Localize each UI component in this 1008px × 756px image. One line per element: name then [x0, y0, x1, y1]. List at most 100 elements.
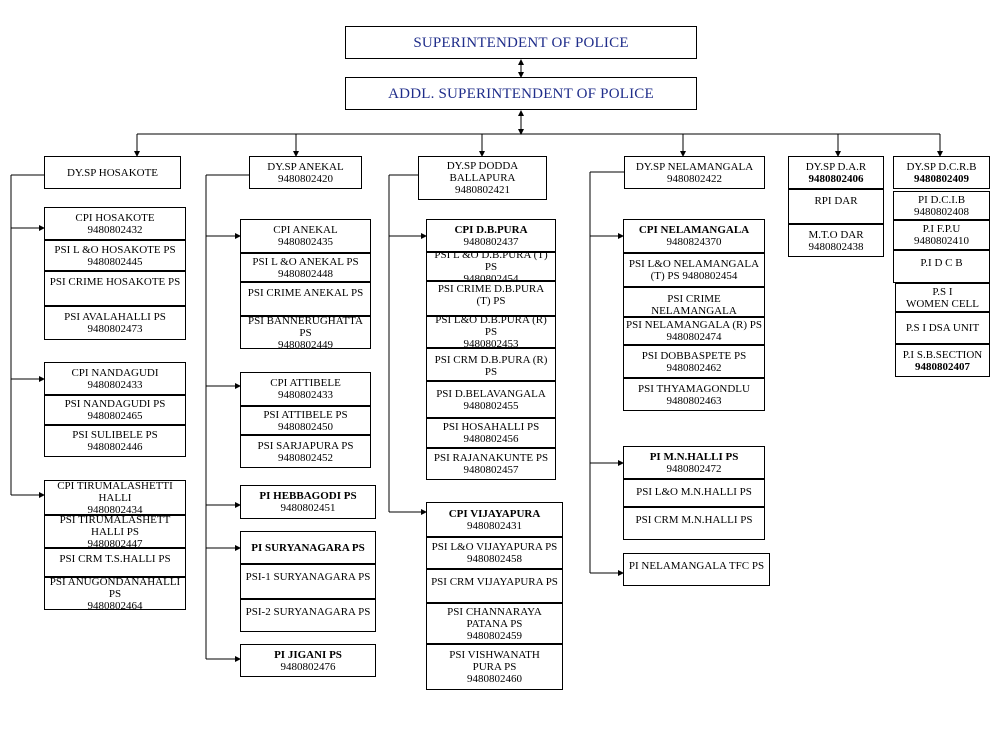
- cpi-tirumala-label: CPI TIRUMALASHETTI HALLI: [57, 480, 173, 504]
- psi-sulibele-phone: 9480802446: [87, 441, 143, 453]
- psi-sarjapura-phone: 9480802452: [278, 451, 333, 464]
- dysp-hosakote-box: DY.SP HOSAKOTE: [44, 156, 181, 189]
- psi-tirumala-label: PSI TIRUMALASHETT HALLI PS: [59, 515, 171, 538]
- psi-bannerughatta-phone: 9480802449: [278, 338, 333, 349]
- psi-attibele-label: PSI ATTIBELE PS: [263, 408, 348, 421]
- psi-nelamangala-r-label: PSI NELAMANGALA (R) PS: [626, 319, 762, 331]
- psi-lo-mnhalli-label: PSI L&O M.N.HALLI PS: [636, 486, 752, 498]
- pi-suryanagara-box: PI SURYANAGARA PS: [240, 531, 376, 564]
- cpi-nandagudi-phone: 9480802433: [87, 378, 143, 391]
- psi-crm-dbpura-r-label: PSI CRM D.B.PURA (R) PS: [434, 354, 548, 378]
- psi-dobbaspete-label: PSI DOBBASPETE PS: [641, 349, 747, 362]
- psi-lo-dbpura-r-label: PSI L&O D.B.PURA (R) PS: [435, 316, 547, 338]
- psi-lo-dbpura-t-box: PSI L &O D.B.PURA (T) PS 9480802454: [426, 252, 556, 281]
- pi-jigani-box: PI JIGANI PS 9480802476: [240, 644, 376, 677]
- cpi-hosakote-phone: 9480802432: [87, 223, 143, 236]
- psi-nandagudi-phone: 9480802465: [87, 410, 143, 422]
- psi-dobbaspete-phone: 9480802462: [666, 361, 722, 374]
- psi-attibele-box: PSI ATTIBELE PS 9480802450: [240, 406, 371, 435]
- dysp-dcrb-box: DY.SP D.C.R.B 9480802409: [893, 156, 990, 189]
- dysp-dar-box: DY.SP D.A.R 9480802406: [788, 156, 884, 189]
- psi-avalahalli-phone: 9480802473: [87, 323, 143, 335]
- cpi-tirumala-box: CPI TIRUMALASHETTI HALLI 9480802434: [44, 480, 186, 515]
- mto-dar-phone: 9480802438: [808, 240, 864, 253]
- psi-thyamagondlu-label: PSI THYAMAGONDLU: [638, 382, 750, 395]
- cpi-tirumala-phone: 9480802434: [87, 503, 143, 515]
- cpi-dbpura-label: CPI D.B.PURA: [454, 223, 528, 236]
- mto-dar-box: M.T.O DAR 9480802438: [788, 224, 884, 257]
- rpi-dar-box: RPI DAR: [788, 189, 884, 224]
- psi-tirumala-phone: 9480802447: [87, 537, 143, 548]
- psi-nandagudi-box: PSI NANDAGUDI PS 9480802465: [44, 395, 186, 425]
- cpi-nandagudi-label: CPI NANDAGUDI: [71, 366, 159, 379]
- dysp-dar-label: DY.SP D.A.R: [805, 160, 867, 173]
- psi-vishwanath-box: PSI VISHWANATH PURA PS 9480802460: [426, 644, 563, 690]
- psi-nelamangala-r-phone: 9480802474: [666, 331, 722, 343]
- pi-fpu-box: P.I F.P.U 9480802410: [893, 220, 990, 250]
- psi-crime-anekal-label: PSI CRIME ANEKAL PS: [247, 287, 364, 299]
- psi-tirumala-box: PSI TIRUMALASHETT HALLI PS 9480802447: [44, 515, 186, 548]
- cpi-anekal-box: CPI ANEKAL 9480802435: [240, 219, 371, 253]
- sp-box: SUPERINTENDENT OF POLICE: [345, 26, 697, 59]
- psi-rajanakunte-label: PSI RAJANAKUNTE PS: [433, 452, 549, 464]
- psi-lo-dbpura-t-phone: 9480802454: [463, 272, 519, 281]
- psi-crm-ts-label: PSI CRM T.S.HALLI PS: [59, 553, 171, 565]
- psi-channaraya-label: PSI CHANNARAYA PATANA PS: [447, 605, 542, 630]
- pi-fpu-label: P.I F.P.U: [922, 223, 961, 235]
- psi-crime-hosakote-label: PSI CRIME HOSAKOTE PS: [49, 276, 181, 288]
- addl-sp-box: ADDL. SUPERINTENDENT OF POLICE: [345, 77, 697, 110]
- dysp-nelamangala-box: DY.SP NELAMANGALA 9480802422: [624, 156, 765, 189]
- psi-channaraya-box: PSI CHANNARAYA PATANA PS 9480802459: [426, 603, 563, 644]
- dysp-anekal-box: DY.SP ANEKAL 9480802420: [249, 156, 362, 189]
- pi-tfc-box: PI NELAMANGALA TFC PS: [623, 553, 770, 586]
- psi-sulibele-label: PSI SULIBELE PS: [72, 429, 158, 441]
- psi-dsa-label: P.S I DSA UNIT: [905, 322, 980, 334]
- psi-lo-dbpura-r-phone: 9480802453: [463, 338, 519, 348]
- cpi-nandagudi-box: CPI NANDAGUDI 9480802433: [44, 362, 186, 395]
- pi-tfc-label: PI NELAMANGALA TFC PS: [628, 560, 765, 572]
- cpi-vijayapura-box: CPI VIJAYAPURA 9480802431: [426, 502, 563, 537]
- psi-thyamagondlu-box: PSI THYAMAGONDLU 9480802463: [623, 378, 765, 411]
- dysp-dodda-phone: 9480802421: [455, 184, 510, 196]
- psi-crime-dbpura-t-box: PSI CRIME D.B.PURA (T) PS: [426, 281, 556, 316]
- pi-mnhalli-phone: 9480802472: [666, 462, 722, 475]
- psi-lo-nelamangala-label: PSI L&O NELAMANGALA (T) PS 9480802454: [628, 258, 760, 282]
- psi-vishwanath-phone: 9480802460: [467, 673, 522, 685]
- psi-hosahalli-phone: 9480802456: [463, 433, 519, 445]
- psi-dsa-box: P.S I DSA UNIT: [895, 312, 990, 344]
- psi-crime-hosakote-box: PSI CRIME HOSAKOTE PS: [44, 271, 186, 306]
- cpi-attibele-label: CPI ATTIBELE: [270, 377, 341, 389]
- psi-lo-anekal-box: PSI L &O ANEKAL PS 9480802448: [240, 253, 371, 282]
- cpi-dbpura-box: CPI D.B.PURA 9480802437: [426, 219, 556, 252]
- psi-nandagudi-label: PSI NANDAGUDI PS: [64, 398, 166, 410]
- dysp-dar-phone: 9480802406: [808, 172, 864, 185]
- cpi-hosakote-box: CPI HOSAKOTE 9480802432: [44, 207, 186, 240]
- psi-channaraya-phone: 9480802459: [467, 629, 522, 642]
- addl-sp-label: ADDL. SUPERINTENDENT OF POLICE: [388, 85, 654, 102]
- psi-dbelavangala-label: PSI D.BELAVANGALA: [436, 387, 546, 400]
- dysp-dcrb-phone: 9480802409: [914, 172, 969, 185]
- psi-dbelavangala-box: PSI D.BELAVANGALA 9480802455: [426, 381, 556, 418]
- psi-crime-nelamangala-label: PSI CRIME NELAMANGALA (T) PS: [651, 293, 737, 317]
- psi-rajanakunte-box: PSI RAJANAKUNTE PS 9480802457: [426, 448, 556, 480]
- psi-dobbaspete-box: PSI DOBBASPETE PS 9480802462: [623, 345, 765, 378]
- psi-crm-ts-box: PSI CRM T.S.HALLI PS: [44, 548, 186, 577]
- psi-crime-dbpura-t-label: PSI CRIME D.B.PURA (T) PS: [437, 283, 545, 307]
- psi-hosahalli-label: PSI HOSAHALLI PS: [442, 421, 540, 433]
- cpi-nelamangala-label: CPI NELAMANGALA: [638, 224, 750, 236]
- psi-women-cell-box: P.S I WOMEN CELL: [895, 283, 990, 312]
- psi-lo-hosakote-label: PSI L &O HOSAKOTE PS: [54, 243, 176, 256]
- pi-dcib-label: PI D.C.I.B: [917, 193, 966, 206]
- mto-dar-label: M.T.O DAR: [808, 228, 864, 241]
- cpi-vijayapura-phone: 9480802431: [467, 519, 522, 532]
- psi-crm-vijayapura-label: PSI CRM VIJAYAPURA PS: [431, 576, 558, 588]
- psi-bannerughatta-box: PSI BANNERUGHATTA PS 9480802449: [240, 316, 371, 349]
- psi-lo-vijayapura-box: PSI L&O VIJAYAPURA PS 9480802458: [426, 537, 563, 569]
- psi-crm-mnhalli-box: PSI CRM M.N.HALLI PS: [623, 507, 765, 540]
- cpi-dbpura-phone: 9480802437: [463, 235, 519, 248]
- cpi-anekal-label: CPI ANEKAL: [273, 224, 338, 236]
- pi-hebbagodi-phone: 9480802451: [280, 502, 336, 514]
- cpi-anekal-phone: 9480802435: [278, 236, 333, 248]
- pi-jigani-label: PI JIGANI PS: [274, 648, 342, 661]
